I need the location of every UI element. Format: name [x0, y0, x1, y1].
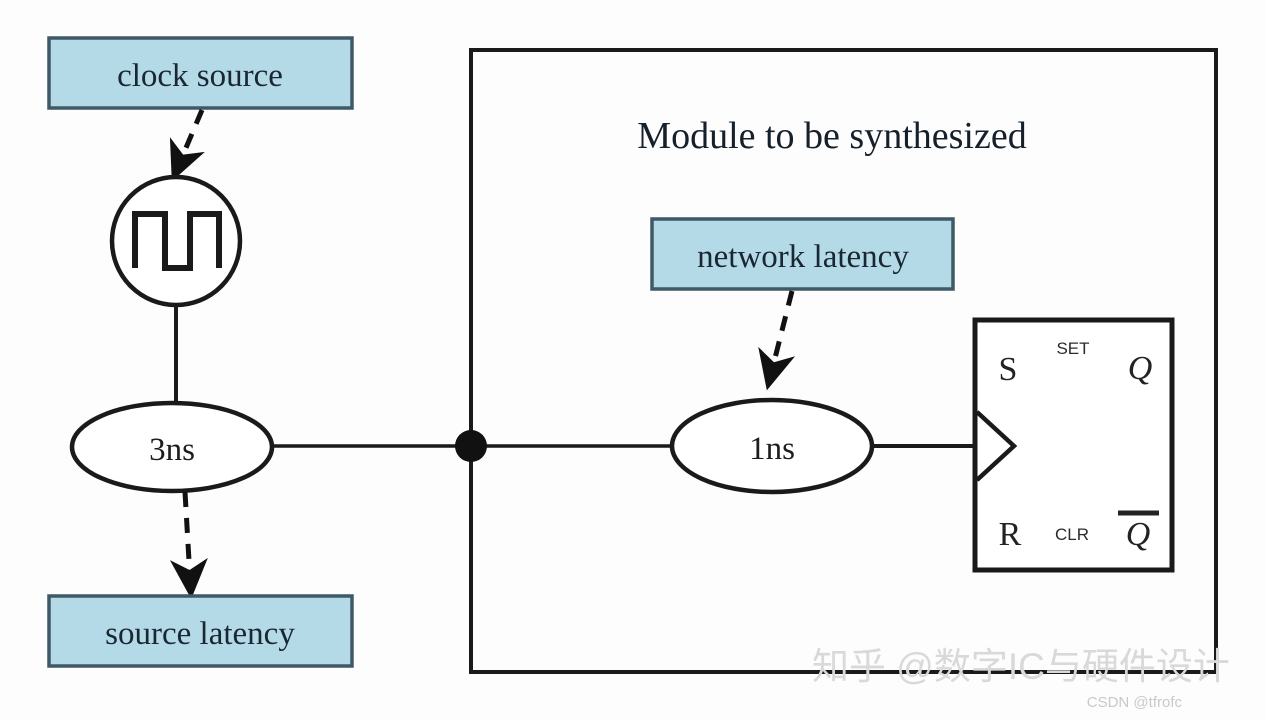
watermark-zhihu: 知乎 @数字IC与硬件设计: [812, 646, 1230, 687]
source-delay-label: 3ns: [149, 432, 195, 468]
watermark-csdn: CSDN @tfrofc: [1087, 694, 1183, 711]
square-wave-icon: [132, 211, 222, 271]
module-boundary: [469, 48, 1218, 674]
flipflop-q-output: Q: [1128, 350, 1153, 387]
network-delay-ellipse: [669, 397, 875, 495]
flipflop-qbar-output: Q: [1126, 516, 1151, 553]
network-latency-box: [650, 217, 955, 291]
wire-junction-dot: [455, 430, 487, 462]
flipflop-set-label: SET: [1056, 339, 1089, 358]
arrow-clock-source-to-oscillator: [169, 109, 205, 182]
arrow-network-latency-to-network-delay: [758, 290, 796, 391]
clock-source-label: clock source: [117, 58, 283, 94]
clock-input-triangle-icon: [975, 410, 1018, 482]
source-delay-ellipse: [69, 400, 275, 494]
oscillator-circle: [109, 174, 243, 308]
clock-source-box: [47, 36, 354, 110]
source-latency-label: source latency: [105, 616, 295, 652]
network-latency-label: network latency: [697, 239, 909, 275]
flipflop-clr-label: CLR: [1055, 525, 1089, 544]
flipflop-set-pin: S: [999, 351, 1018, 388]
flipflop-reset-pin: R: [999, 516, 1022, 553]
network-delay-label: 1ns: [749, 431, 795, 467]
module-title: Module to be synthesized: [637, 115, 1026, 157]
flipflop-box: [972, 317, 1175, 573]
source-latency-box: [47, 594, 354, 668]
arrow-source-delay-to-source-latency: [169, 491, 208, 599]
